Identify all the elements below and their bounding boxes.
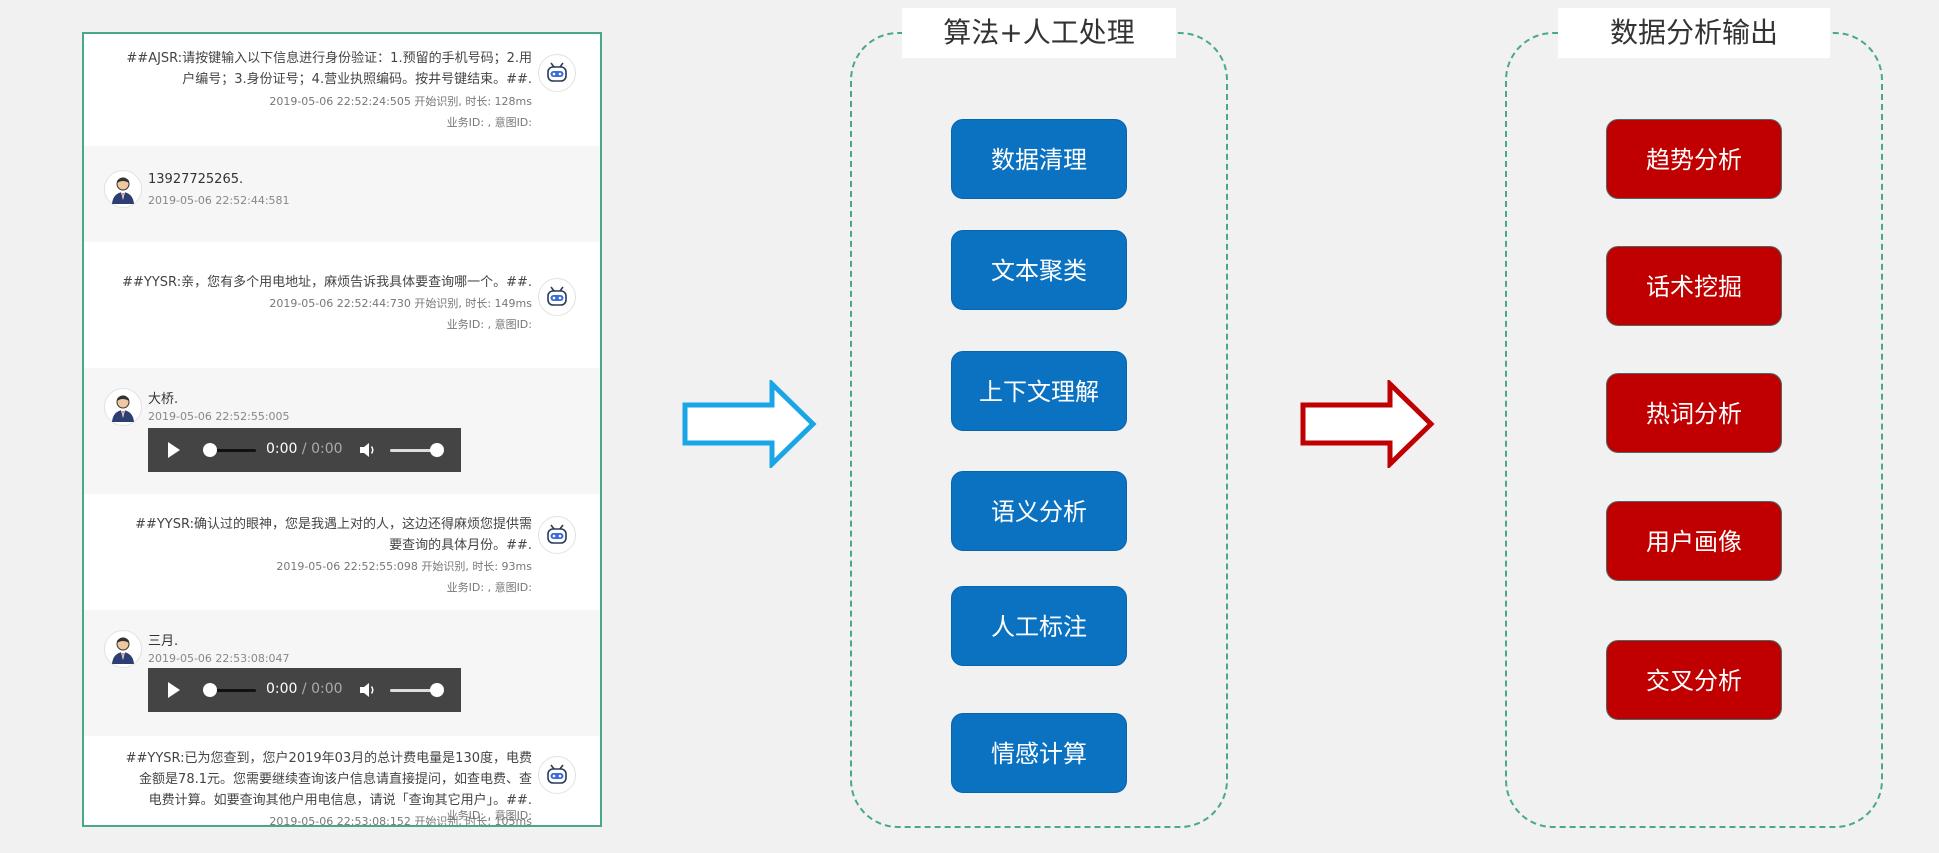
step-context-understanding: 上下文理解: [951, 351, 1127, 431]
flow-arrow-icon: [1300, 380, 1435, 468]
seek-bar[interactable]: [208, 689, 256, 692]
volume-slider[interactable]: [390, 449, 436, 452]
bot-message: ##YYSR:亲，您有多个用电地址，麻烦告诉我具体要查询哪一个。##. 2019…: [84, 242, 600, 368]
user-avatar-icon: [104, 170, 142, 208]
chat-log-panel: ##AJSR:请按键输入以下信息进行身份验证：1.预留的手机号码；2.用 户编号…: [82, 32, 602, 827]
volume-icon[interactable]: [358, 441, 378, 459]
bot-message-line: 要查询的具体月份。##.: [389, 538, 532, 553]
output-trend-analysis: 趋势分析: [1606, 119, 1782, 199]
audio-player: 0:00 / 0:00: [148, 668, 461, 712]
seek-handle[interactable]: [203, 443, 217, 457]
step-data-cleaning: 数据清理: [951, 119, 1127, 199]
user-avatar-icon: [104, 388, 142, 426]
play-icon[interactable]: [168, 442, 180, 458]
message-ids: 业务ID: , 意图ID:: [446, 581, 532, 594]
audio-time: 0:00 / 0:00: [266, 441, 343, 457]
message-timestamp: 2019-05-06 22:52:44:581: [148, 194, 290, 207]
output-user-profile: 用户画像: [1606, 501, 1782, 581]
bot-message-line: 金额是78.1元。您需要继续查询该户信息请直接提问，如查电费、查: [139, 772, 532, 787]
user-avatar-icon: [104, 630, 142, 668]
play-icon[interactable]: [168, 682, 180, 698]
process-column-title: 算法+人工处理: [902, 8, 1176, 58]
user-message-text: 13927725265.: [148, 172, 244, 187]
flow-arrow-icon: [682, 380, 817, 468]
bot-message-line: ##YYSR:亲，您有多个用电地址，麻烦告诉我具体要查询哪一个。##.: [122, 275, 532, 290]
message-ids: 业务ID: , 意图ID:: [446, 116, 532, 129]
seek-handle[interactable]: [203, 683, 217, 697]
volume-slider[interactable]: [390, 689, 436, 692]
step-sentiment-computing: 情感计算: [951, 713, 1127, 793]
message-ids: 业务ID: , 意图ID:: [446, 318, 532, 331]
seek-bar[interactable]: [208, 449, 256, 452]
bot-message-line: ##YYSR:已为您查到，您户2019年03月的总计费电量是130度，电费: [125, 751, 532, 766]
robot-avatar-icon: [538, 516, 576, 554]
volume-icon[interactable]: [358, 681, 378, 699]
audio-time: 0:00 / 0:00: [266, 681, 343, 697]
volume-handle[interactable]: [430, 683, 444, 697]
output-cross-analysis: 交叉分析: [1606, 640, 1782, 720]
bot-message-line: ##AJSR:请按键输入以下信息进行身份验证：1.预留的手机号码；2.用: [126, 51, 532, 66]
message-ids: 业务ID: , 意图ID:: [446, 809, 532, 822]
bot-message: ##YYSR:确认过的眼神，您是我遇上对的人，这边还得麻烦您提供需 要查询的具体…: [84, 494, 600, 610]
output-column-title: 数据分析输出: [1558, 8, 1830, 58]
message-timestamp: 2019-05-06 22:52:24:505 开始识别, 时长: 128ms: [269, 95, 532, 108]
user-message: 13927725265. 2019-05-06 22:52:44:581: [84, 146, 600, 242]
duration: / 0:00: [301, 441, 343, 457]
user-message-text: 大桥.: [148, 392, 179, 407]
robot-avatar-icon: [538, 756, 576, 794]
duration: / 0:00: [301, 681, 343, 697]
step-semantic-analysis: 语义分析: [951, 471, 1127, 551]
message-timestamp: 2019-05-06 22:53:08:047: [148, 652, 290, 665]
step-manual-labeling: 人工标注: [951, 586, 1127, 666]
message-timestamp: 2019-05-06 22:52:55:005: [148, 410, 290, 423]
message-timestamp: 2019-05-06 22:52:44:730 开始识别, 时长: 149ms: [269, 297, 532, 310]
output-hot-word-analysis: 热词分析: [1606, 373, 1782, 453]
bot-message-line: 电费计算。如要查询其他户用电信息，请说「查询其它用户」。##.: [148, 793, 532, 808]
step-text-clustering: 文本聚类: [951, 230, 1127, 310]
bot-message: ##YYSR:已为您查到，您户2019年03月的总计费电量是130度，电费 金额…: [84, 736, 600, 827]
user-message: 大桥. 2019-05-06 22:52:55:005 0:00 / 0:00: [84, 368, 600, 494]
bot-message-line: ##YYSR:确认过的眼神，您是我遇上对的人，这边还得麻烦您提供需: [135, 517, 532, 532]
bot-message-line: 户编号；3.身份证号；4.营业执照编码。按井号键结束。##.: [182, 72, 532, 87]
audio-player: 0:00 / 0:00: [148, 428, 461, 472]
volume-handle[interactable]: [430, 443, 444, 457]
robot-avatar-icon: [538, 278, 576, 316]
user-message: 三月. 2019-05-06 22:53:08:047 0:00 / 0:00: [84, 610, 600, 736]
current-time: 0:00: [266, 681, 298, 697]
message-timestamp: 2019-05-06 22:53:08:152 开始识别, 时长: 105ms: [269, 815, 532, 827]
output-script-mining: 话术挖掘: [1606, 246, 1782, 326]
bot-message: ##AJSR:请按键输入以下信息进行身份验证：1.预留的手机号码；2.用 户编号…: [84, 34, 600, 146]
user-message-text: 三月.: [148, 634, 179, 649]
robot-avatar-icon: [538, 54, 576, 92]
current-time: 0:00: [266, 441, 298, 457]
message-timestamp: 2019-05-06 22:52:55:098 开始识别, 时长: 93ms: [276, 560, 532, 573]
